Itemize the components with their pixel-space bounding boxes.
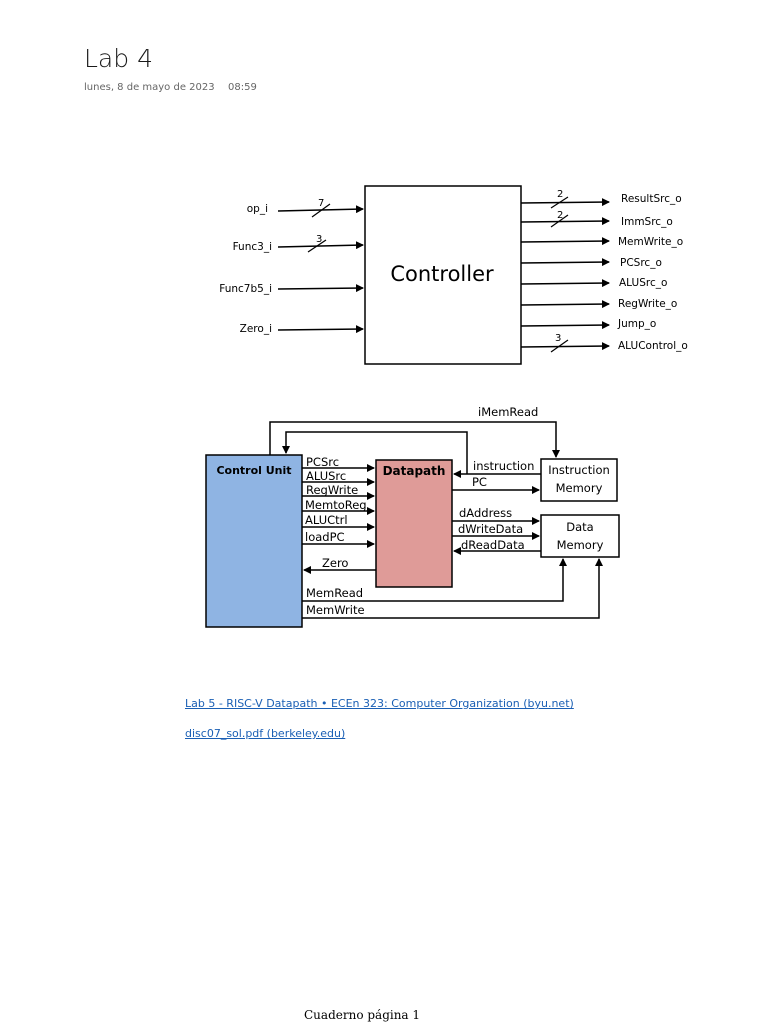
data-memory-label-2: Memory bbox=[557, 538, 604, 552]
output-width-alucontrol: 3 bbox=[555, 333, 561, 344]
page-footer: Cuaderno página 1 bbox=[304, 1008, 421, 1022]
controller-output-resultsrc: 2 ResultSrc_o bbox=[520, 189, 682, 209]
page-title: Lab 4 bbox=[84, 44, 153, 73]
input-width-op: 7 bbox=[318, 198, 324, 209]
signal-daddress: dAddress bbox=[459, 506, 512, 520]
signal-regwrite: RegWrite bbox=[306, 483, 358, 497]
controller-output-alucontrol: 3 ALUControl_o bbox=[520, 333, 688, 353]
output-width-resultsrc: 2 bbox=[557, 189, 563, 200]
controller-output-immsrc: 2 ImmSrc_o bbox=[520, 210, 673, 228]
output-label-resultsrc: ResultSrc_o bbox=[621, 193, 682, 205]
signal-memread: MemRead bbox=[306, 586, 363, 600]
instruction-memory-label-1: Instruction bbox=[548, 463, 610, 477]
signal-loadpc: loadPC bbox=[305, 530, 345, 544]
control-unit-block bbox=[205, 454, 303, 628]
data-memory-block bbox=[540, 514, 620, 558]
input-label-op: op_i bbox=[247, 203, 268, 215]
wire-imemread bbox=[269, 421, 560, 458]
wire-memread bbox=[302, 558, 567, 602]
datapath-block bbox=[375, 459, 453, 588]
control-unit-label: Control Unit bbox=[216, 464, 291, 477]
output-label-memwrite: MemWrite_o bbox=[618, 236, 683, 248]
datapath-label: Datapath bbox=[383, 464, 446, 478]
controller-input-func7b5: Func7b5_i bbox=[219, 283, 364, 295]
controller-label: Controller bbox=[390, 262, 494, 286]
system-diagram: Control Unit Datapath Instruction Memory… bbox=[205, 405, 620, 628]
output-label-immsrc: ImmSrc_o bbox=[621, 216, 673, 228]
input-label-func7b5: Func7b5_i bbox=[219, 283, 272, 295]
page-date: lunes, 8 de mayo de 2023 bbox=[84, 82, 215, 93]
controller-output-pcsrc: PCSrc_o bbox=[520, 257, 662, 269]
output-label-pcsrc: PCSrc_o bbox=[620, 257, 662, 269]
controller-block bbox=[364, 185, 522, 365]
input-width-func3: 3 bbox=[316, 234, 322, 245]
signal-imemread: iMemRead bbox=[478, 405, 538, 419]
controller-input-func3: Func3_i 3 bbox=[233, 234, 364, 253]
controller-output-jump: Jump_o bbox=[520, 318, 656, 330]
signal-aluctrl: ALUCtrl bbox=[305, 513, 348, 527]
input-label-func3: Func3_i bbox=[233, 241, 272, 253]
instruction-memory-label-2: Memory bbox=[556, 481, 603, 495]
input-label-zero: Zero_i bbox=[240, 323, 272, 335]
page-time: 08:59 bbox=[228, 82, 257, 93]
link-berkeley-disc07[interactable]: disc07_sol.pdf (berkeley.edu) bbox=[185, 727, 346, 740]
signal-instruction: instruction bbox=[473, 459, 534, 473]
output-label-alucontrol: ALUControl_o bbox=[618, 340, 688, 352]
signal-memwrite: MemWrite bbox=[306, 603, 365, 617]
signal-alusrc: ALUSrc bbox=[306, 469, 346, 483]
controller-output-memwrite: MemWrite_o bbox=[520, 236, 683, 248]
signal-zero: Zero bbox=[322, 556, 348, 570]
controller-output-regwrite: RegWrite_o bbox=[520, 298, 677, 310]
output-label-regwrite: RegWrite_o bbox=[618, 298, 677, 310]
output-width-immsrc: 2 bbox=[557, 210, 563, 221]
signal-dreaddata: dReadData bbox=[461, 538, 525, 552]
signal-memtoreg: MemtoReg bbox=[305, 498, 367, 512]
controller-diagram: Controller op_i 7 Func3_i 3 Func7b5_i Ze… bbox=[219, 185, 688, 365]
link-byu-lab5[interactable]: Lab 5 - RISC-V Datapath • ECEn 323: Comp… bbox=[185, 697, 574, 710]
data-memory-label-1: Data bbox=[566, 520, 593, 534]
wire-instruction-to-cu bbox=[282, 431, 468, 474]
instruction-memory-block bbox=[540, 458, 618, 502]
output-label-alusrc: ALUSrc_o bbox=[619, 277, 667, 289]
wire-memwrite bbox=[302, 558, 603, 619]
signal-pcsrc: PCSrc bbox=[306, 455, 339, 469]
controller-input-zero: Zero_i bbox=[240, 323, 364, 335]
signal-dwritedata: dWriteData bbox=[458, 522, 523, 536]
controller-input-op: op_i 7 bbox=[247, 198, 364, 218]
output-label-jump: Jump_o bbox=[617, 318, 656, 330]
controller-output-alusrc: ALUSrc_o bbox=[520, 277, 667, 289]
signal-pc: PC bbox=[472, 475, 487, 489]
